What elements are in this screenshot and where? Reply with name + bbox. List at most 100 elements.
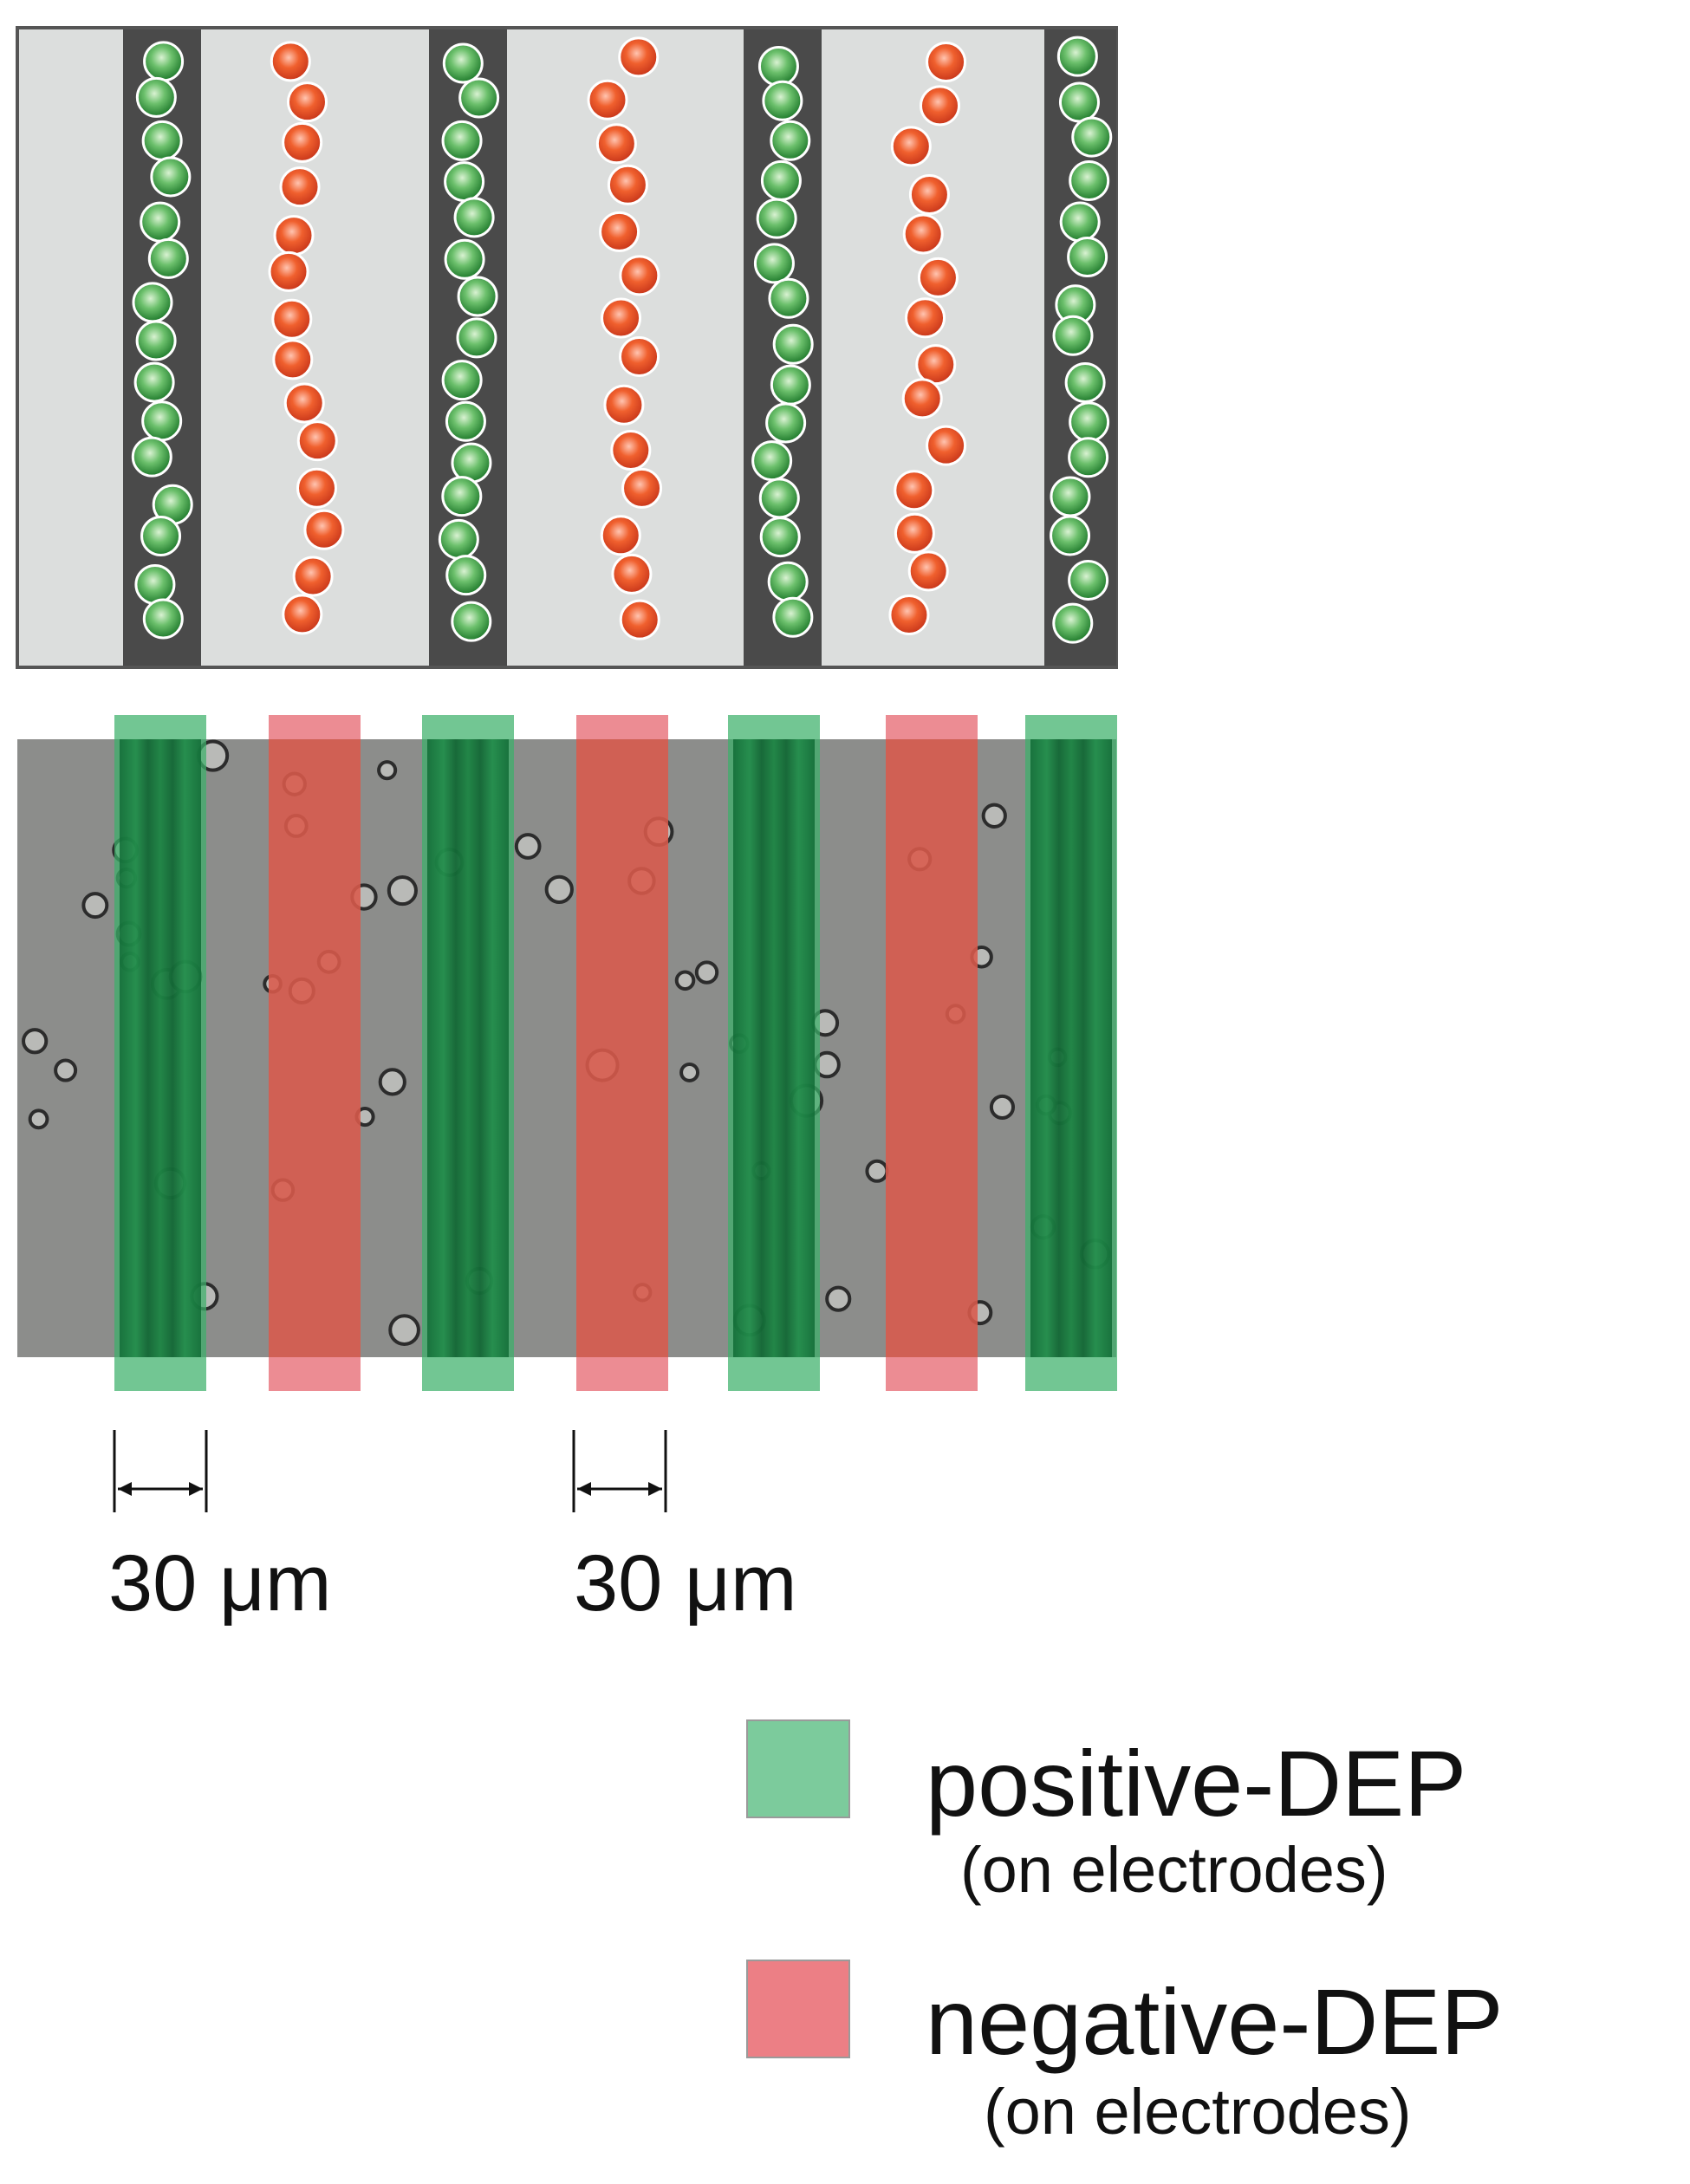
red-cell [611,553,653,595]
red-cell [587,79,628,120]
green-cell [135,320,177,361]
red-cell [286,81,328,123]
green-cell [142,598,184,640]
micrograph-cell [825,1285,852,1312]
negative-dep-fill [269,739,361,1357]
legend-swatch-negative [746,1960,850,2058]
green-cell [132,282,173,323]
electrode-texture [733,739,815,1357]
red-cell [599,211,640,252]
red-cell [618,36,660,78]
green-cell [772,323,814,365]
legend-label-positive: positive-DEP [926,1731,1466,1836]
green-cell [141,120,183,161]
micrograph-cell [54,1058,78,1082]
red-cell [894,512,935,554]
green-cell [770,120,811,161]
red-cell [296,467,338,509]
green-cell [1050,476,1091,517]
green-cell [1069,401,1110,443]
red-cell [890,126,932,167]
green-cell [751,440,793,482]
legend-item-negative: negative-DEP (on electrodes) [746,1960,1503,2148]
red-cell [610,429,652,471]
green-cell [1056,36,1098,77]
green-cell [1068,437,1109,478]
legend-item-positive: positive-DEP (on electrodes) [746,1719,1466,1906]
green-cell [451,601,492,642]
legend-sublabel-negative: (on electrodes) [984,2076,1412,2148]
scale-bar-2: 30 μm [572,1430,797,1628]
green-cell [133,361,175,403]
green-cell [457,276,498,317]
electrode-texture [427,739,509,1357]
green-cell [141,400,183,442]
green-cell [770,364,811,406]
green-cell [441,120,483,161]
micrograph-cell [28,1108,49,1130]
red-cell [595,123,637,165]
red-cell [600,515,641,556]
red-cell [282,121,323,163]
red-cell [607,164,648,205]
red-cell [905,297,946,339]
red-cell [907,550,949,592]
red-cell [619,599,660,640]
legend-swatch-positive [746,1719,850,1818]
green-cell [134,563,176,605]
red-cell [273,215,315,257]
green-cell [1068,559,1109,601]
red-cell [619,335,660,377]
micrograph-panel [17,715,1117,1391]
legend: positive-DEP (on electrodes) negative-DE… [746,1719,1503,2148]
green-cell [756,198,797,239]
red-cell [926,42,967,83]
green-cell [765,402,807,444]
green-cell [444,238,485,280]
red-cell [917,257,959,298]
micrograph-cell [981,803,1007,829]
micrograph-cell [388,1314,420,1346]
micrograph-cell [22,1028,49,1055]
green-cell [445,400,486,442]
scale-bar-1: 30 μm [108,1430,332,1628]
green-cell [441,476,483,517]
micrograph-cell [674,970,696,991]
green-cell [767,561,809,602]
legend-sublabel-positive: (on electrodes) [960,1834,1388,1906]
red-cell [272,339,314,380]
micrograph-cell [81,892,109,920]
green-cell [762,80,803,121]
red-cell [919,85,960,127]
green-cell [131,436,172,478]
green-cell [753,243,795,284]
green-cell [150,156,192,198]
red-cell [926,425,967,466]
green-cell [772,596,814,638]
green-cell [442,42,484,84]
red-cell [271,298,313,340]
micrograph-cell [377,760,398,781]
red-cell [283,382,325,424]
green-cell [1071,116,1113,158]
green-cell [1064,361,1106,403]
legend-label-negative: negative-DEP [926,1969,1503,2074]
red-cell [279,166,321,208]
green-cell [1069,159,1110,201]
green-cell [135,76,177,118]
red-cell [303,509,345,550]
micrograph-cell [694,960,719,985]
red-cell [603,384,645,426]
green-cell [451,442,492,484]
red-cell [894,470,935,511]
red-cell [270,41,311,82]
green-cell [1052,602,1094,644]
red-cell [619,255,660,296]
green-cell [1059,201,1101,243]
green-cell [759,517,801,558]
micrograph-cell [387,874,418,907]
green-cell [458,77,500,119]
micrograph-cell [865,1159,889,1183]
green-cell [768,277,809,319]
